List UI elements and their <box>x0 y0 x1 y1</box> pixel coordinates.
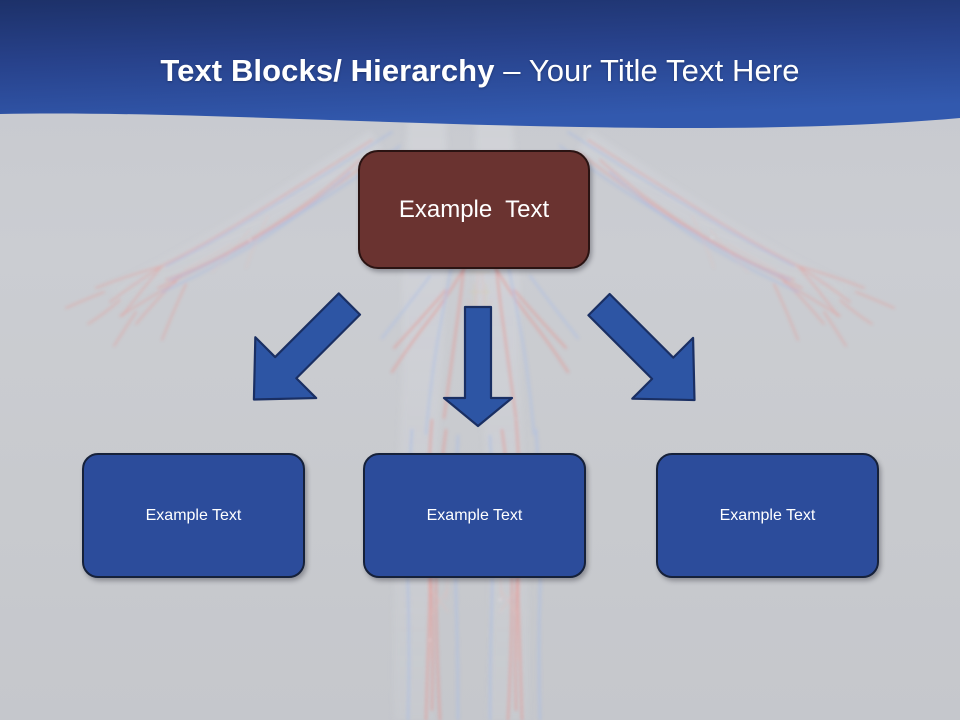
arrow-down-right-icon <box>570 280 720 425</box>
slide-title-separator: – <box>503 53 529 88</box>
hierarchy-child-box-3[interactable]: Example Text <box>656 453 879 578</box>
arrow-down-icon <box>438 302 518 430</box>
arrow-down-left-icon <box>232 278 372 423</box>
slide-title-regular-part: Your Title Text Here <box>528 53 800 88</box>
title-banner <box>0 0 960 140</box>
slide-title: Text Blocks/ Hierarchy – Your Title Text… <box>0 52 960 90</box>
hierarchy-child-box-2[interactable]: Example Text <box>363 453 586 578</box>
slide-title-bold-part: Text Blocks/ Hierarchy <box>160 53 504 88</box>
hierarchy-child-box-1[interactable]: Example Text <box>82 453 305 578</box>
hierarchy-parent-box[interactable]: Example Text <box>358 150 590 269</box>
